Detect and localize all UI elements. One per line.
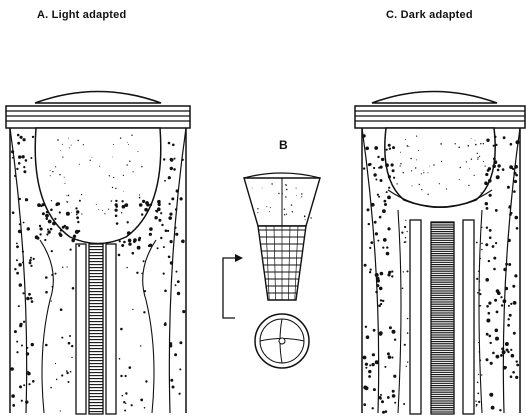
bracket-arrow-b bbox=[223, 258, 235, 318]
panel-b-cone-detail bbox=[223, 173, 320, 368]
panel-a-light-adapted bbox=[6, 92, 190, 415]
cornea-base-c bbox=[355, 106, 525, 128]
rhabdom-a bbox=[89, 244, 103, 414]
crystalline-cone-a bbox=[35, 128, 161, 244]
crystalline-cone-c bbox=[385, 128, 495, 207]
cornea-lens-a bbox=[35, 92, 161, 104]
arrowhead-b bbox=[235, 254, 243, 262]
cornea-lens-c bbox=[372, 92, 497, 104]
cornea-base-a bbox=[6, 106, 190, 128]
panel-c-dark-adapted bbox=[355, 92, 525, 415]
retinula-cell-left-a bbox=[76, 244, 86, 414]
rhabdom-c bbox=[431, 222, 454, 414]
retinula-cell-right-a bbox=[106, 244, 116, 414]
retinula-cell-right-c bbox=[463, 220, 474, 414]
retinula-cell-left-c bbox=[410, 220, 421, 414]
